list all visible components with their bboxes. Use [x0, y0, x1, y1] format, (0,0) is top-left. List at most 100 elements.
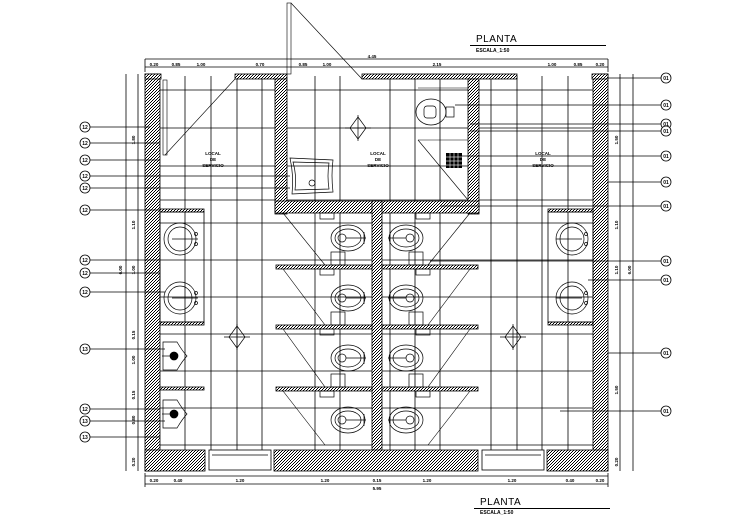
urinal-icon [162, 341, 188, 371]
callout-bubble: 01 [430, 255, 672, 267]
svg-text:SERVICIO: SERVICIO [532, 163, 554, 168]
wall-top-center [361, 73, 518, 80]
callout-bubble: 13 [79, 343, 165, 355]
svg-text:1.20: 1.20 [423, 478, 432, 483]
lavatories [163, 222, 589, 315]
svg-text:0.15: 0.15 [131, 330, 136, 339]
lavatory-icon [555, 281, 589, 315]
svg-text:0.20: 0.20 [614, 457, 619, 466]
svg-text:1.10: 1.10 [614, 265, 619, 274]
svg-text:12: 12 [82, 208, 88, 214]
toilet-icon [415, 98, 455, 126]
callout-bubble: 01 [588, 274, 672, 286]
svg-text:12: 12 [82, 271, 88, 277]
svg-text:01: 01 [663, 154, 669, 160]
svg-text:0.80: 0.80 [131, 415, 136, 424]
wall-bottom-left [144, 449, 206, 472]
drawing-scale-top: ESCALA_1:50 [476, 48, 510, 54]
urinals [162, 341, 188, 429]
callout-bubble: 12 [79, 170, 290, 182]
wall-top-right [591, 73, 609, 80]
svg-text:0.70: 0.70 [256, 62, 265, 67]
callout-bubble: 01 [470, 118, 672, 130]
callout-bubble: 13 [79, 415, 165, 427]
svg-text:6.00: 6.00 [118, 265, 123, 274]
callout-bubble: 01 [608, 347, 672, 359]
callout-bubble: 13 [79, 431, 160, 443]
svg-text:12: 12 [82, 290, 88, 296]
wall-service-left [274, 78, 288, 215]
drawing-title-bottom: PLANTA [474, 497, 610, 509]
lavatory-icon [163, 222, 198, 256]
callout-bubble: 01 [470, 125, 672, 137]
svg-text:1.00: 1.00 [131, 265, 136, 274]
walls [144, 73, 609, 472]
vanity-counters [159, 211, 594, 323]
toilet-icon [330, 284, 366, 312]
mop-sink [289, 157, 334, 195]
svg-text:1.50: 1.50 [614, 135, 619, 144]
urinal-icon [162, 399, 188, 429]
callout-bubble: 12 [79, 182, 290, 194]
svg-text:1.80: 1.80 [131, 135, 136, 144]
dimension-labels-top: 4.45 0.20 0.85 1.00 0.70 0.85 1.00 2.15 … [150, 54, 605, 67]
svg-text:1.50: 1.50 [614, 385, 619, 394]
wall-left [144, 73, 161, 472]
svg-text:1.00: 1.00 [131, 355, 136, 364]
svg-text:01: 01 [663, 103, 669, 109]
svg-text:1.10: 1.10 [131, 220, 136, 229]
callout-bubble: 01 [440, 200, 672, 212]
wall-top-left [144, 73, 162, 80]
svg-text:1.00: 1.00 [197, 62, 206, 67]
toilet-icon [388, 284, 424, 312]
svg-text:0.85: 0.85 [172, 62, 181, 67]
svg-text:DE: DE [210, 157, 216, 162]
svg-text:0.20: 0.20 [596, 62, 605, 67]
svg-text:5.95: 5.95 [373, 486, 382, 491]
section-marker-icon [345, 115, 371, 141]
dimension-labels-right: 6.00 1.50 1.10 1.10 1.50 0.20 [614, 135, 632, 466]
svg-text:4.45: 4.45 [368, 54, 377, 59]
dimension-labels-bottom: 0.20 0.40 1.20 1.20 0.15 1.20 1.20 0.40 … [150, 478, 605, 491]
svg-text:0.20: 0.20 [150, 478, 159, 483]
svg-text:SERVICIO: SERVICIO [202, 163, 224, 168]
wall-right [592, 73, 609, 472]
callout-bubble: 12 [79, 286, 165, 298]
svg-text:0.20: 0.20 [596, 478, 605, 483]
svg-text:1.00: 1.00 [548, 62, 557, 67]
callout-bubble: 12 [79, 254, 160, 266]
svg-text:6.00: 6.00 [627, 265, 632, 274]
svg-text:01: 01 [663, 259, 669, 265]
svg-text:13: 13 [82, 347, 88, 353]
room-label: LOCAL [535, 151, 551, 156]
svg-text:0.20: 0.20 [150, 62, 159, 67]
room-labels: LOCAL DE SERVICIO LOCAL DE SERVICIO LOCA… [202, 151, 554, 168]
svg-text:1.20: 1.20 [508, 478, 517, 483]
svg-text:12: 12 [82, 174, 88, 180]
callout-bubble: 12 [79, 121, 150, 133]
callouts-right: 01 01 01 01 01 01 01 01 01 01 01 [430, 72, 672, 417]
callout-bubble: 12 [79, 267, 160, 279]
svg-text:0.15: 0.15 [131, 390, 136, 399]
callout-bubble: 01 [608, 72, 672, 84]
callout-bubble: 12 [79, 154, 160, 166]
svg-text:13: 13 [82, 435, 88, 441]
svg-text:0.85: 0.85 [299, 62, 308, 67]
svg-text:0.15: 0.15 [373, 478, 382, 483]
callout-bubble: 01 [560, 405, 672, 417]
door-openings [208, 449, 545, 471]
callout-bubble: 12 [79, 204, 160, 216]
wall-bottom-center [273, 449, 479, 472]
svg-text:12: 12 [82, 141, 88, 147]
section-marker-icon [224, 324, 250, 350]
dimension-lines [125, 58, 634, 487]
wall-service-right [467, 78, 480, 215]
callout-bubble: 12 [79, 137, 160, 149]
toilet-icon [330, 406, 366, 434]
svg-text:1.20: 1.20 [321, 478, 330, 483]
wall-bottom-right [546, 449, 609, 472]
svg-text:12: 12 [82, 407, 88, 413]
drawing-title-top: PLANTA [470, 34, 606, 46]
drawing-scale-bottom: ESCALA_1:50 [480, 510, 514, 516]
